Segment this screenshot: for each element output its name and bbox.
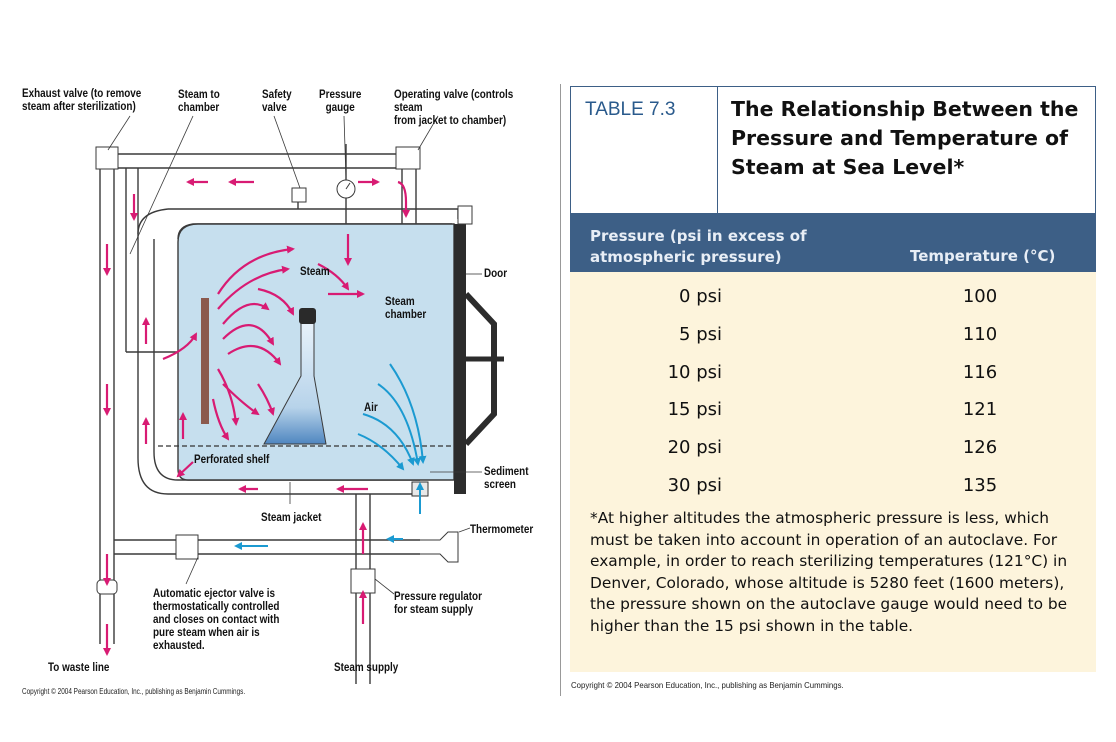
column-header-bar: Pressure (psi in excess of atmospheric p… (570, 214, 1096, 272)
table-row: 30 psi 135 (570, 475, 1096, 513)
cell-pressure: 5 psi (679, 324, 722, 345)
safety-valve (291, 187, 307, 203)
cell-temperature: 100 (962, 286, 998, 307)
table-row: 5 psi 110 (570, 324, 1096, 362)
cell-temperature: 116 (962, 362, 998, 383)
cell-pressure: 15 psi (667, 399, 722, 420)
cell-temperature: 121 (962, 399, 998, 420)
cell-temperature: 110 (962, 324, 998, 345)
steam-flow-arrows (103, 178, 410, 656)
label-exhaust-valve: Exhaust valve (to remove steam after ste… (22, 88, 142, 113)
label-pressure-gauge: Pressure gauge (319, 89, 362, 114)
label-air: Air (364, 402, 378, 414)
table-row: 10 psi 116 (570, 362, 1096, 400)
label-leaders (107, 115, 482, 595)
air-flow-arrows (234, 363, 427, 550)
panel-divider (560, 84, 561, 696)
label-ejector-valve: Automatic ejector valve is thermostatica… (153, 588, 280, 652)
label-pressure-regulator: Pressure regulator for steam supply (394, 591, 482, 616)
operating-valve (395, 146, 421, 170)
cell-pressure: 10 psi (667, 362, 722, 383)
cell-pressure: 0 psi (679, 286, 722, 307)
table-body: 0 psi 100 5 psi 110 10 psi 116 15 psi 12… (570, 272, 1096, 672)
label-perforated-shelf: Perforated shelf (194, 454, 270, 466)
column-header-temperature: Temperature (°C) (910, 247, 1056, 265)
label-thermometer: Thermometer (470, 524, 534, 536)
autoclave-diagram: Exhaust valve (to remove steam after ste… (18, 84, 560, 700)
label-steam-jacket: Steam jacket (261, 512, 322, 524)
label-operating-valve: Operating valve (controls steam from jac… (394, 89, 514, 127)
label-steam: Steam (300, 266, 330, 278)
exhaust-valve (95, 146, 119, 170)
autoclave-illustration (95, 115, 504, 684)
label-steam-supply: Steam supply (334, 662, 399, 674)
table-header-divider (717, 87, 718, 213)
table-row: 15 psi 121 (570, 399, 1096, 437)
label-steam-chamber: Steam chamber (385, 296, 427, 321)
diagram-copyright: Copyright © 2004 Pearson Education, Inc.… (22, 687, 246, 696)
table-7-3: TABLE 7.3 The Relationship Between the P… (570, 86, 1096, 672)
column-header-pressure: Pressure (psi in excess of atmospheric p… (590, 227, 807, 266)
ejector-valve (175, 534, 199, 560)
door-wheel (463, 291, 497, 447)
cell-temperature: 126 (962, 437, 998, 458)
cell-temperature: 135 (962, 475, 998, 496)
label-steam-to-chamber: Steam to chamber (178, 89, 220, 114)
thermometer-body (420, 531, 459, 563)
door-panel (454, 224, 466, 494)
table-copyright: Copyright © 2004 Pearson Education, Inc.… (571, 680, 844, 690)
table-header-box: TABLE 7.3 The Relationship Between the P… (570, 86, 1096, 214)
table-title: The Relationship Between the Pressure an… (731, 97, 1079, 179)
flask-stopper (299, 308, 316, 324)
pressure-regulator-valve (350, 568, 376, 594)
cell-pressure: 30 psi (667, 475, 722, 496)
table-row: 20 psi 126 (570, 437, 1096, 475)
table-number: TABLE 7.3 (585, 99, 676, 120)
label-safety-valve: Safety valve (262, 89, 292, 114)
table-row: 0 psi 100 (570, 286, 1096, 324)
left-baffle (201, 298, 209, 424)
cell-pressure: 20 psi (667, 437, 722, 458)
label-sediment-screen: Sediment screen (484, 466, 529, 491)
label-door: Door (484, 268, 508, 280)
label-to-waste-line: To waste line (48, 662, 110, 674)
table-footnote: *At higher altitudes the atmospheric pre… (590, 509, 1068, 635)
